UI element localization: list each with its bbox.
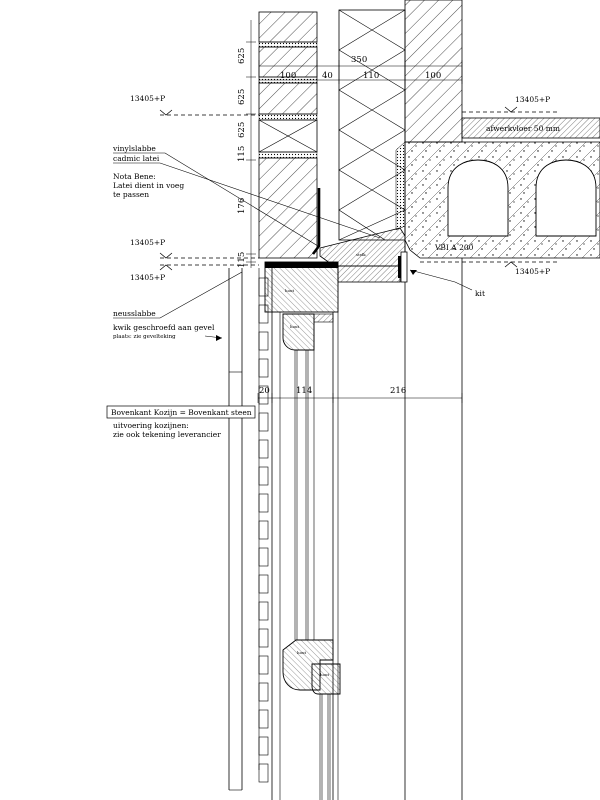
label-bovenkant-box	[106, 405, 256, 419]
brick-course	[258, 358, 269, 378]
arrow-icon	[216, 335, 222, 341]
label-neusslabbe: neusslabbe	[113, 309, 156, 318]
label-vbia: VBI A 200	[434, 243, 474, 252]
label-stelkozijn: stelk	[356, 252, 366, 257]
label-dorpel: hout	[285, 288, 295, 293]
brick-course	[258, 493, 269, 513]
label-vinylslabbe: vinylslabbe	[112, 144, 156, 153]
dim-115-b: 115	[237, 252, 247, 268]
dim-40: 40	[322, 71, 333, 81]
level-label-4: 13405+P	[515, 95, 550, 104]
label-nota-bene-3: te passen	[113, 190, 149, 199]
hollow-core-floor	[404, 117, 600, 259]
label-kwik-2: plaats: zie gevelteking	[113, 334, 176, 340]
cavity-insulation	[338, 9, 406, 241]
brick-course	[258, 628, 269, 648]
label-nota-bene-2: Latei dient in voeg	[113, 181, 184, 190]
label-afwerkvloer: afwerkvloer 50 mm	[486, 124, 560, 133]
brick-course	[258, 601, 269, 621]
level-label-3: 13405+P	[130, 273, 165, 282]
window-frame	[271, 268, 341, 800]
label-uitvoering-1: uitvoering kozijnen:	[113, 421, 189, 430]
brick-course	[258, 520, 269, 540]
label-profiel-1: hout	[290, 324, 300, 329]
label-kit: kit	[475, 289, 485, 298]
dim-100-left: 100	[280, 71, 296, 81]
dim-625-b: 625	[237, 89, 247, 105]
dim-20: 20	[259, 386, 270, 396]
brick-course	[258, 331, 269, 351]
leader-lines	[113, 152, 473, 339]
label-profiel-3: hout	[320, 672, 330, 677]
brick-course	[258, 277, 269, 297]
dim-100-right: 100	[425, 71, 441, 81]
dim-350: 350	[351, 55, 367, 65]
label-profiel-2: hout	[297, 650, 307, 655]
level-label-2: 13405+P	[130, 238, 165, 247]
brick-column	[228, 268, 269, 791]
dim-216: 216	[390, 386, 406, 396]
dimension-lines	[246, 20, 463, 403]
level-label-1: 13405+P	[130, 94, 165, 103]
label-kwik-1: kwik geschroefd aan gevel	[113, 323, 215, 332]
label-cadmic-latei: cadmic latei	[113, 154, 160, 163]
dim-176: 176	[237, 198, 247, 214]
dim-625-c: 625	[237, 122, 247, 138]
lintel-assembly	[264, 141, 408, 313]
brick-course	[258, 736, 269, 756]
brick-course	[258, 439, 269, 459]
brick-course	[258, 412, 269, 432]
brick-course	[258, 547, 269, 567]
dim-115: 115	[237, 146, 247, 162]
label-nota-bene-1: Nota Bene:	[113, 172, 156, 181]
brick-course	[258, 655, 269, 675]
brick-course	[258, 574, 269, 594]
dim-625-a: 625	[237, 48, 247, 64]
brick-outer-leaf	[258, 11, 318, 259]
brick-course	[258, 385, 269, 405]
arrow-icon	[410, 270, 417, 275]
brick-course	[258, 682, 269, 702]
label-uitvoering-2: zie ook tekening leverancier	[113, 430, 221, 439]
label-bovenkant: Bovenkant Kozijn = Bovenkant steen	[111, 408, 252, 417]
dim-110: 110	[363, 71, 379, 81]
brick-course	[258, 709, 269, 729]
inner-leaf-wall	[404, 0, 463, 800]
brick-course	[258, 304, 269, 324]
dim-114: 114	[296, 386, 312, 396]
level-label-5: 13405+P	[515, 267, 550, 276]
level-markers	[159, 106, 560, 271]
brick-course	[258, 466, 269, 486]
brick-course	[258, 763, 269, 783]
